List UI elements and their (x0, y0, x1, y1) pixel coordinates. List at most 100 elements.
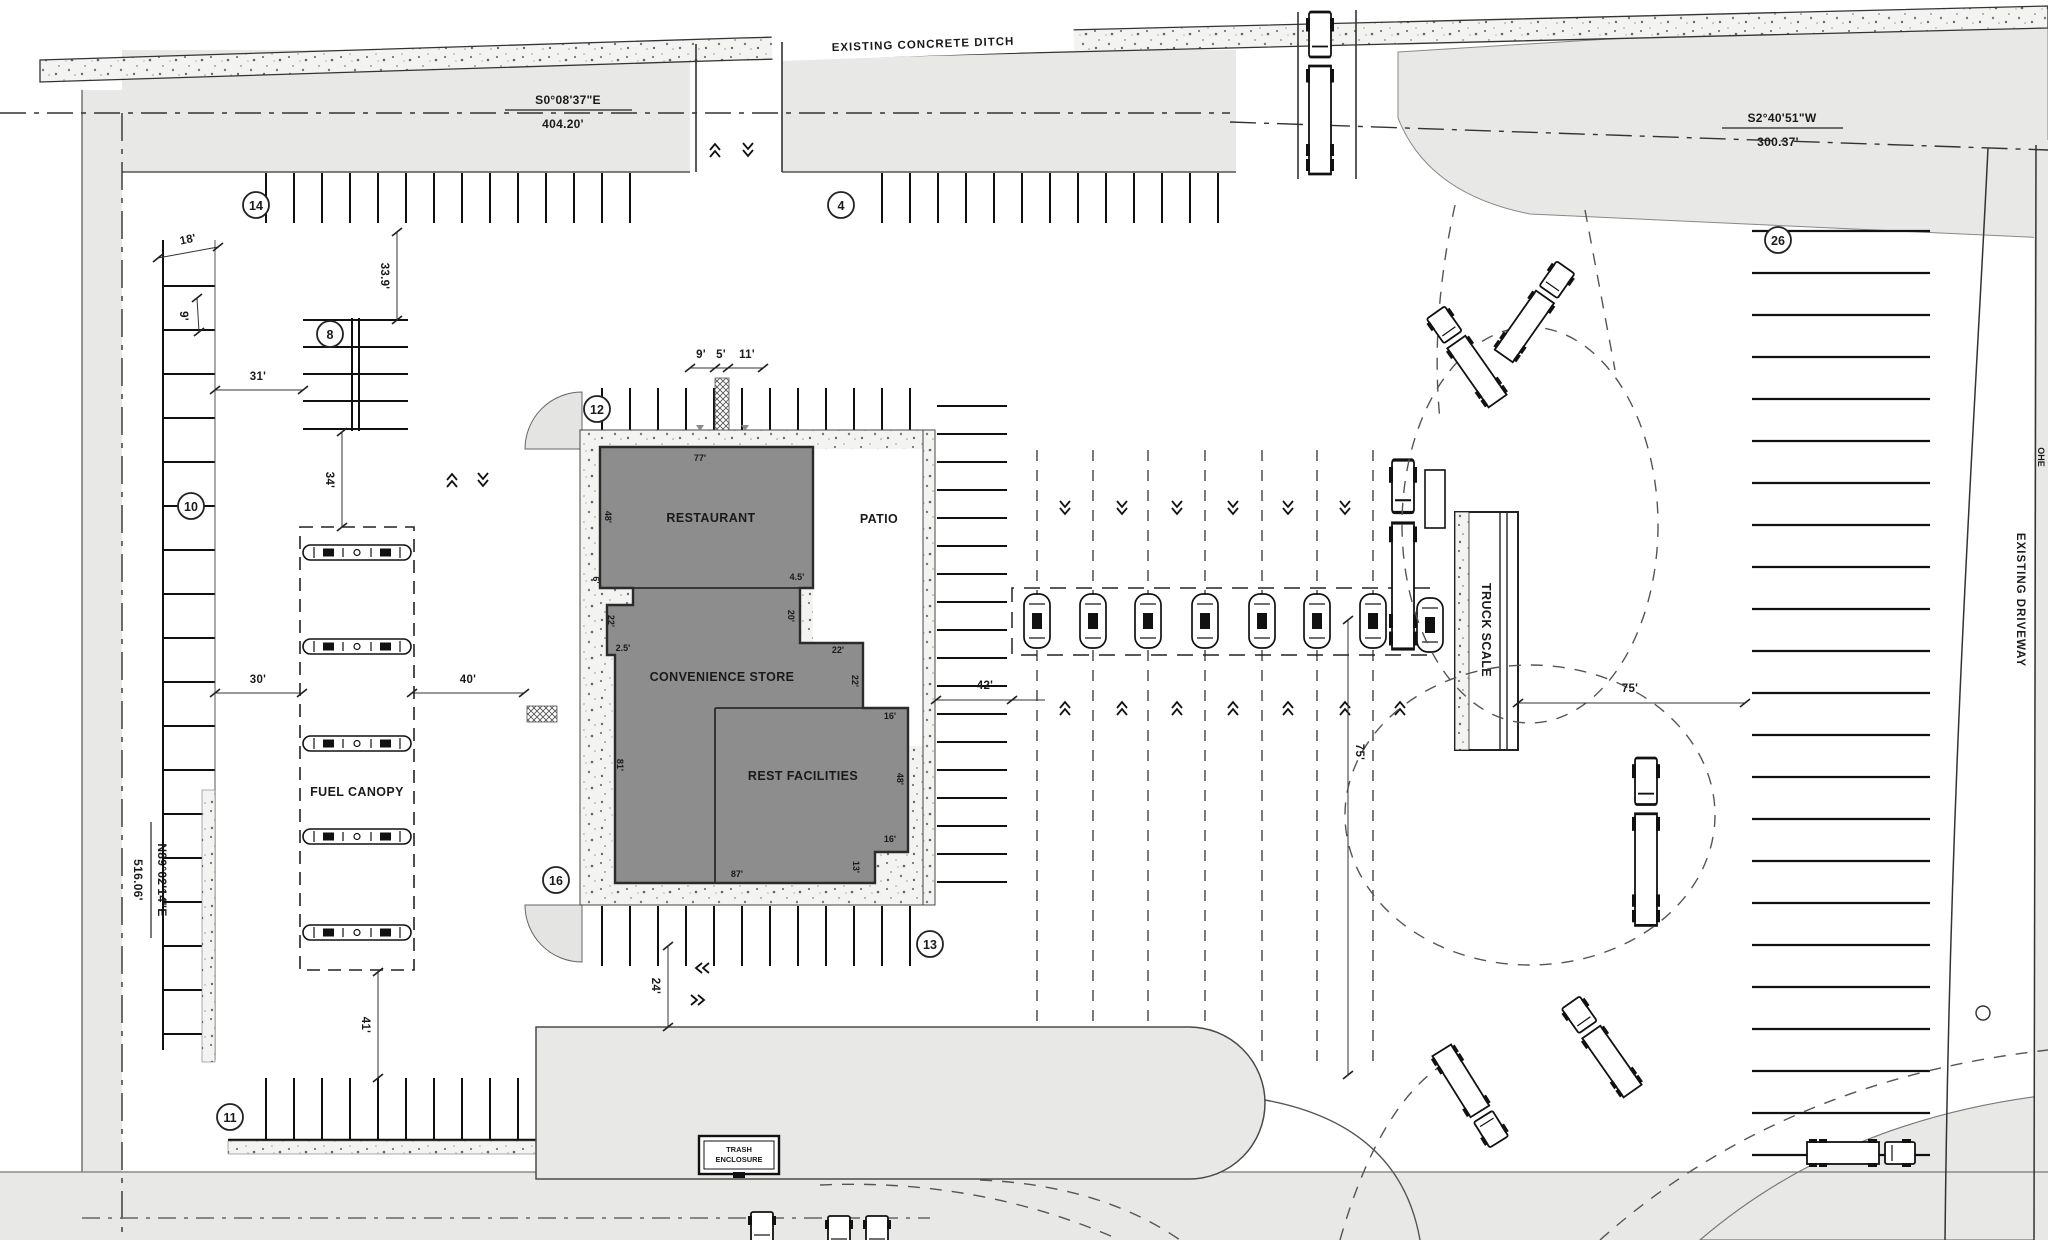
west-curb-speckle (201, 789, 216, 1063)
aisle-arrow-icon (477, 472, 489, 487)
parked-trailer-icon (1416, 597, 1444, 653)
fuel-pump-island-icon (302, 735, 412, 752)
truck-icon (1630, 756, 1662, 927)
keynote-13: 13 (916, 930, 944, 958)
driveway-west-curb (1944, 147, 1989, 1240)
parking-block-26 (1752, 218, 1930, 1163)
exit-arrow-icon (742, 142, 754, 157)
property-lines (0, 112, 2048, 1240)
trash-label-2: ENCLOSURE (715, 1155, 762, 1164)
driveway-label: EXISTING DRIVEWAY (2014, 533, 2026, 667)
truck-icon (824, 1215, 854, 1240)
parked-trailer-icon (1359, 593, 1387, 649)
driveway-east-curb (2033, 144, 2037, 1240)
centerline-north-right (1229, 121, 2048, 151)
dim-30: 30' (250, 674, 266, 686)
dim-22-step: 22' (832, 645, 844, 655)
keynote-26: 26 (1764, 226, 1792, 254)
dim-18: 18' (179, 232, 198, 247)
dim-31: 31' (250, 371, 266, 383)
east-edge-strip (2034, 140, 2048, 1240)
entry-arrow-icon (709, 143, 721, 158)
entrance-roads (695, 10, 1357, 179)
keynote-8: 8 (316, 320, 344, 348)
keynote-11: 11 (216, 1103, 244, 1131)
dim-2-5: 2.5' (616, 643, 631, 653)
keynote-4: 4 (827, 191, 855, 219)
dim-75-vert: 75' (1353, 744, 1365, 760)
parked-truck-icon (1806, 1138, 1916, 1168)
parked-trailer-icon (1303, 593, 1331, 649)
dim-33-9: 33.9' (378, 263, 390, 290)
dim-5: 5' (716, 349, 726, 361)
turning-truck-icon (1491, 258, 1579, 365)
keynote-14: 14 (242, 191, 270, 219)
trash-enclosure-inner (703, 1140, 775, 1170)
bearing-distance: 516.06' (131, 859, 145, 901)
parked-trailer-icon (1023, 593, 1051, 649)
dim-20-right: 20' (786, 610, 796, 622)
parking-island-8 (303, 318, 408, 431)
ohe-label: OHE (2036, 447, 2046, 467)
dim-48-left: 48' (603, 511, 613, 523)
dim-9: 9' (177, 311, 189, 321)
truck-scale-label: TRUCK SCALE (1479, 583, 1493, 677)
dim-24: 24' (649, 978, 661, 994)
bearing-text: S0°08'37"E (535, 93, 601, 107)
keynote-10: 10 (177, 492, 205, 520)
bearing-text: S2°40'51"W (1747, 111, 1816, 125)
dim-13: 13' (851, 861, 861, 873)
parked-trailer-icon (1134, 593, 1162, 649)
dim-87: 87' (731, 869, 743, 879)
fuel-canopy-label: FUEL CANOPY (310, 785, 404, 799)
keynotes: 14 4 8 10 12 16 13 11 26 (177, 191, 1792, 1131)
fuel-canopy-outline (299, 526, 415, 971)
corner-island-sw (524, 904, 583, 963)
bearing-distance: 300.37' (1757, 135, 1799, 149)
parked-trailer-icon (1248, 593, 1276, 649)
dim-22-vert: 22' (850, 675, 860, 687)
building-interior-dividers (633, 587, 863, 883)
truck-scale: TRUCK SCALE (1454, 511, 1519, 751)
existing-driveway: EXISTING DRIVEWAY OHE (1944, 144, 2046, 1240)
building-dimensions: 77' 48' 6' 22' 2.5' 81' 87' 4.5' 20' 22'… (591, 453, 905, 879)
keynote-16: 16 (542, 866, 570, 894)
aisle-arrow-icon (690, 994, 705, 1006)
dim-11: 11' (739, 349, 755, 361)
trash-label-1: TRASH (726, 1145, 752, 1154)
median-island (535, 1026, 1266, 1180)
dimensions: 31' 33.9' 34' 18' 9' 30' 40' 41' 24' 9' … (152, 227, 1751, 1083)
manhole-icon (1975, 1005, 1991, 1021)
truck-icon (862, 1215, 892, 1240)
existing-concrete-ditch: EXISTING CONCRETE DITCH (39, 5, 2048, 83)
svg-text:16: 16 (549, 874, 563, 888)
dim-9b: 9' (696, 349, 706, 361)
trailer-icon (1424, 469, 1446, 529)
aisle-arrow-icon (446, 473, 458, 488)
dim-75-horiz: 75' (1622, 683, 1638, 695)
parking-row-11 (240, 1078, 552, 1140)
parking-row-16 (596, 906, 936, 966)
svg-text:11: 11 (223, 1111, 236, 1125)
fuel-pump-island-icon (302, 638, 412, 655)
bearing-north-left: S0°08'37"E 404.20' (505, 93, 632, 131)
truck-icon (747, 1211, 777, 1240)
north-strip-mid (782, 50, 1236, 172)
dim-34: 34' (323, 472, 335, 488)
parking-row-12 (596, 388, 936, 430)
turning-truck-icon (1558, 993, 1645, 1100)
ditch-label-bg (771, 25, 1075, 62)
truck-icon (1304, 10, 1336, 176)
parking-rows (162, 173, 1930, 1163)
dim-4-5: 4.5' (790, 572, 805, 582)
corner-island-nw (524, 391, 583, 450)
north-east-gray (1397, 11, 2048, 239)
dim-16-bottom: 16' (884, 834, 896, 844)
dim-77: 77' (694, 453, 706, 463)
svg-text:26: 26 (1771, 234, 1785, 248)
patio-label: PATIO (860, 512, 898, 526)
keynote-12: 12 (583, 395, 611, 423)
dim-40: 40' (460, 674, 476, 686)
fuel-pump-island-icon (302, 924, 412, 941)
